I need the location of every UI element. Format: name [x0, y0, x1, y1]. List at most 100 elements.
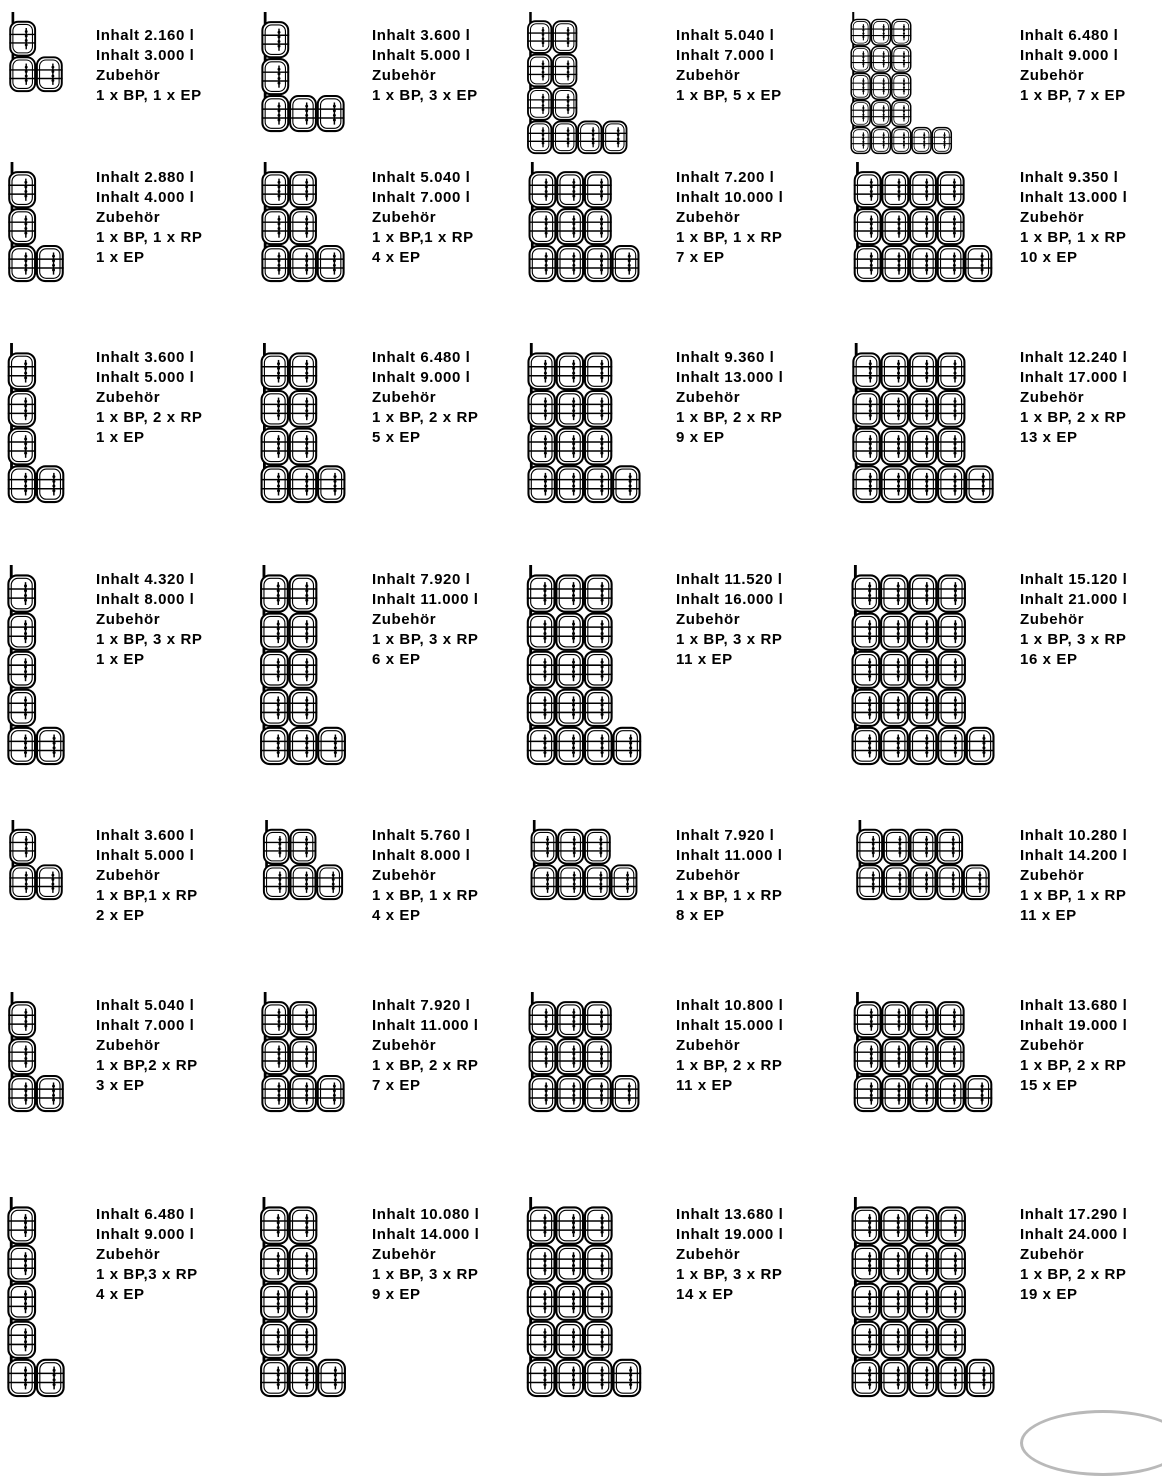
- tank-battery-diagram: [848, 162, 998, 282]
- capacity-line-2: Inhalt 14.000 l: [372, 1225, 479, 1245]
- accessories-heading: Zubehör: [96, 1245, 198, 1265]
- accessories-line-1: 1 x BP, 2 x RP: [676, 408, 783, 428]
- tank-configuration: [6, 565, 66, 765]
- capacity-line-1: Inhalt 11.520 l: [676, 570, 783, 590]
- capacity-line-1: Inhalt 17.290 l: [1020, 1205, 1127, 1225]
- accessories-line-2: 15 x EP: [1020, 1076, 1127, 1096]
- accessories-line-1: 1 x BP, 2 x RP: [96, 408, 203, 428]
- capacity-line-1: Inhalt 10.080 l: [372, 1205, 479, 1225]
- accessories-line-2: 6 x EP: [372, 650, 479, 670]
- accessories-line-2: 8 x EP: [676, 906, 783, 926]
- accessories-line-2: 14 x EP: [676, 1285, 783, 1305]
- accessories-line-2: 4 x EP: [96, 1285, 198, 1305]
- tank-battery-diagram: [524, 565, 644, 765]
- accessories-line-2: 7 x EP: [676, 248, 783, 268]
- accessories-line-1: 1 x BP, 3 x RP: [372, 1265, 479, 1285]
- accessories-heading: Zubehör: [372, 388, 479, 408]
- tank-configuration: [6, 820, 66, 900]
- accessories-line-1: 1 x BP, 3 x RP: [676, 630, 783, 650]
- capacity-line-2: Inhalt 5.000 l: [372, 46, 478, 66]
- capacity-line-2: Inhalt 7.000 l: [372, 188, 474, 208]
- accessories-line-1: 1 x BP, 3 x RP: [372, 630, 479, 650]
- capacity-line-2: Inhalt 17.000 l: [1020, 368, 1127, 388]
- tank-battery-diagram: [848, 12, 955, 154]
- capacity-line-2: Inhalt 7.000 l: [96, 1016, 198, 1036]
- capacity-line-2: Inhalt 5.000 l: [96, 846, 198, 866]
- tank-battery-diagram: [258, 820, 348, 900]
- capacity-line-2: Inhalt 9.000 l: [1020, 46, 1126, 66]
- tank-configuration: [524, 343, 644, 503]
- capacity-line-2: Inhalt 10.000 l: [676, 188, 783, 208]
- tank-battery-diagram: [524, 992, 644, 1112]
- tank-configuration: [258, 12, 348, 132]
- tank-configuration: [6, 1197, 66, 1397]
- capacity-line-1: Inhalt 4.320 l: [96, 570, 203, 590]
- capacity-line-2: Inhalt 9.000 l: [96, 1225, 198, 1245]
- tank-battery-diagram: [524, 820, 644, 900]
- accessories-line-2: 11 x EP: [676, 1076, 783, 1096]
- tank-configuration: [848, 565, 998, 765]
- capacity-line-1: Inhalt 12.240 l: [1020, 348, 1127, 368]
- tank-battery-diagram: [848, 1197, 998, 1397]
- tank-battery-diagram: [258, 12, 348, 132]
- accessories-line-2: 1 x EP: [96, 650, 203, 670]
- accessories-heading: Zubehör: [96, 66, 202, 86]
- capacity-line-2: Inhalt 13.000 l: [676, 368, 783, 388]
- capacity-line-1: Inhalt 15.120 l: [1020, 570, 1127, 590]
- tank-battery-diagram: [258, 992, 348, 1112]
- accessories-line-2: 19 x EP: [1020, 1285, 1127, 1305]
- tank-battery-diagram: [6, 820, 66, 900]
- capacity-line-2: Inhalt 3.000 l: [96, 46, 202, 66]
- capacity-line-2: Inhalt 9.000 l: [372, 368, 479, 388]
- tank-configuration: [848, 992, 998, 1112]
- accessories-heading: Zubehör: [372, 66, 478, 86]
- accessories-line-2: 2 x EP: [96, 906, 198, 926]
- accessories-line-1: 1 x BP, 3 x EP: [372, 86, 478, 106]
- accessories-line-1: 1 x BP, 1 x RP: [1020, 228, 1127, 248]
- accessories-heading: Zubehör: [1020, 66, 1126, 86]
- tank-configuration: [6, 343, 66, 503]
- capacity-line-1: Inhalt 13.680 l: [1020, 996, 1127, 1016]
- capacity-line-1: Inhalt 3.600 l: [372, 26, 478, 46]
- accessories-heading: Zubehör: [96, 610, 203, 630]
- capacity-line-2: Inhalt 13.000 l: [1020, 188, 1127, 208]
- tank-battery-diagram: [258, 162, 348, 282]
- accessories-line-2: [676, 106, 782, 126]
- tank-battery-diagram: [258, 343, 348, 503]
- capacity-line-1: Inhalt 6.480 l: [1020, 26, 1126, 46]
- tank-battery-diagram: [848, 992, 998, 1112]
- tank-battery-diagram: [524, 1197, 644, 1397]
- tank-configuration: [524, 12, 631, 154]
- capacity-line-2: Inhalt 7.000 l: [676, 46, 782, 66]
- accessories-heading: Zubehör: [96, 208, 203, 228]
- accessories-heading: Zubehör: [1020, 1036, 1127, 1056]
- tank-configuration: [258, 343, 348, 503]
- accessories-heading: Zubehör: [676, 388, 783, 408]
- accessories-line-1: 1 x BP,3 x RP: [96, 1265, 198, 1285]
- capacity-line-1: Inhalt 6.480 l: [372, 348, 479, 368]
- accessories-heading: Zubehör: [96, 866, 198, 886]
- capacity-line-1: Inhalt 3.600 l: [96, 826, 198, 846]
- capacity-line-1: Inhalt 2.160 l: [96, 26, 202, 46]
- accessories-heading: Zubehör: [1020, 208, 1127, 228]
- tank-battery-diagram: [848, 820, 998, 900]
- tank-configuration: [848, 343, 998, 503]
- accessories-heading: Zubehör: [1020, 866, 1127, 886]
- tank-configuration: [848, 820, 998, 900]
- tank-battery-diagram: [524, 162, 644, 282]
